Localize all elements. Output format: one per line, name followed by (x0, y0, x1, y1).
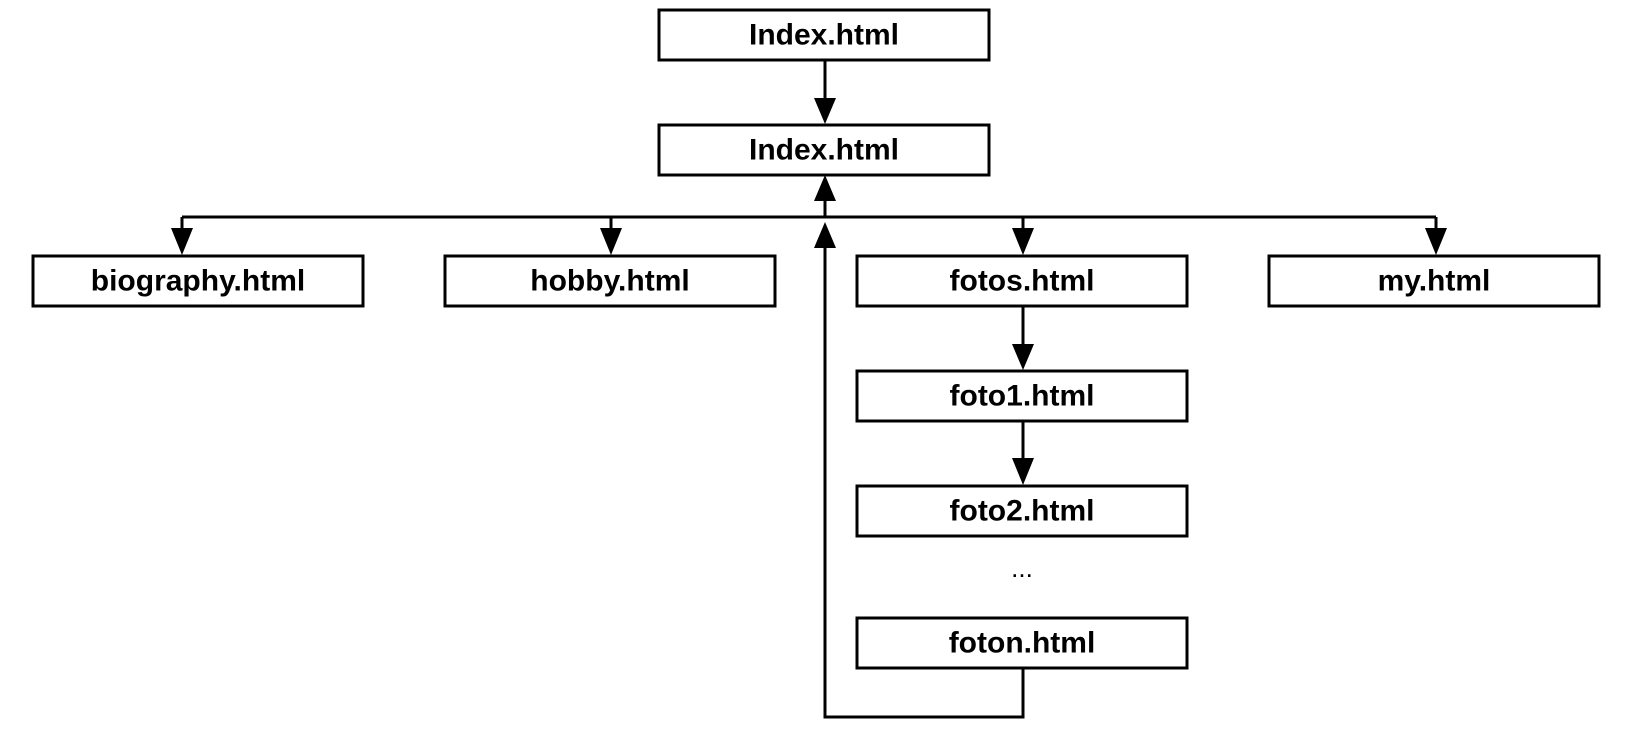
node-foton-label: foton.html (949, 627, 1096, 660)
node-foto2-label: foto2.html (950, 495, 1095, 528)
edge-index-main-stem (814, 175, 836, 217)
node-my-label: my.html (1378, 265, 1491, 298)
edge-index-top-to-index-main (814, 60, 836, 124)
node-hobby: hobby.html (443, 254, 777, 308)
node-biography: biography.html (31, 254, 365, 308)
node-my: my.html (1267, 254, 1601, 308)
node-hobby-label: hobby.html (530, 265, 689, 298)
node-fotos: fotos.html (855, 254, 1189, 308)
ellipsis-label: ... (1011, 553, 1033, 583)
node-index-main: Index.html (657, 123, 991, 177)
node-index-main-label: Index.html (749, 134, 899, 167)
node-biography-label: biography.html (91, 265, 305, 298)
edge-index-main-to-biography (171, 217, 193, 255)
edge-foton-to-index-main (814, 222, 1025, 719)
node-foton: foton.html (855, 616, 1189, 670)
node-fotos-label: fotos.html (950, 265, 1095, 298)
node-index-top: Index.html (657, 8, 991, 62)
node-index-top-label: Index.html (749, 19, 899, 52)
edge-index-main-to-my (1425, 217, 1447, 255)
edge-foto1-to-foto2 (1012, 421, 1034, 485)
node-foto1-label: foto1.html (950, 380, 1095, 413)
edge-index-main-to-hobby (600, 217, 622, 255)
node-foto2: foto2.html (855, 484, 1189, 538)
ellipsis-more-fotos: ... (1011, 553, 1033, 583)
edge-fotos-to-foto1 (1012, 306, 1034, 370)
edge-index-main-to-fotos (1012, 217, 1034, 255)
node-foto1: foto1.html (855, 369, 1189, 423)
